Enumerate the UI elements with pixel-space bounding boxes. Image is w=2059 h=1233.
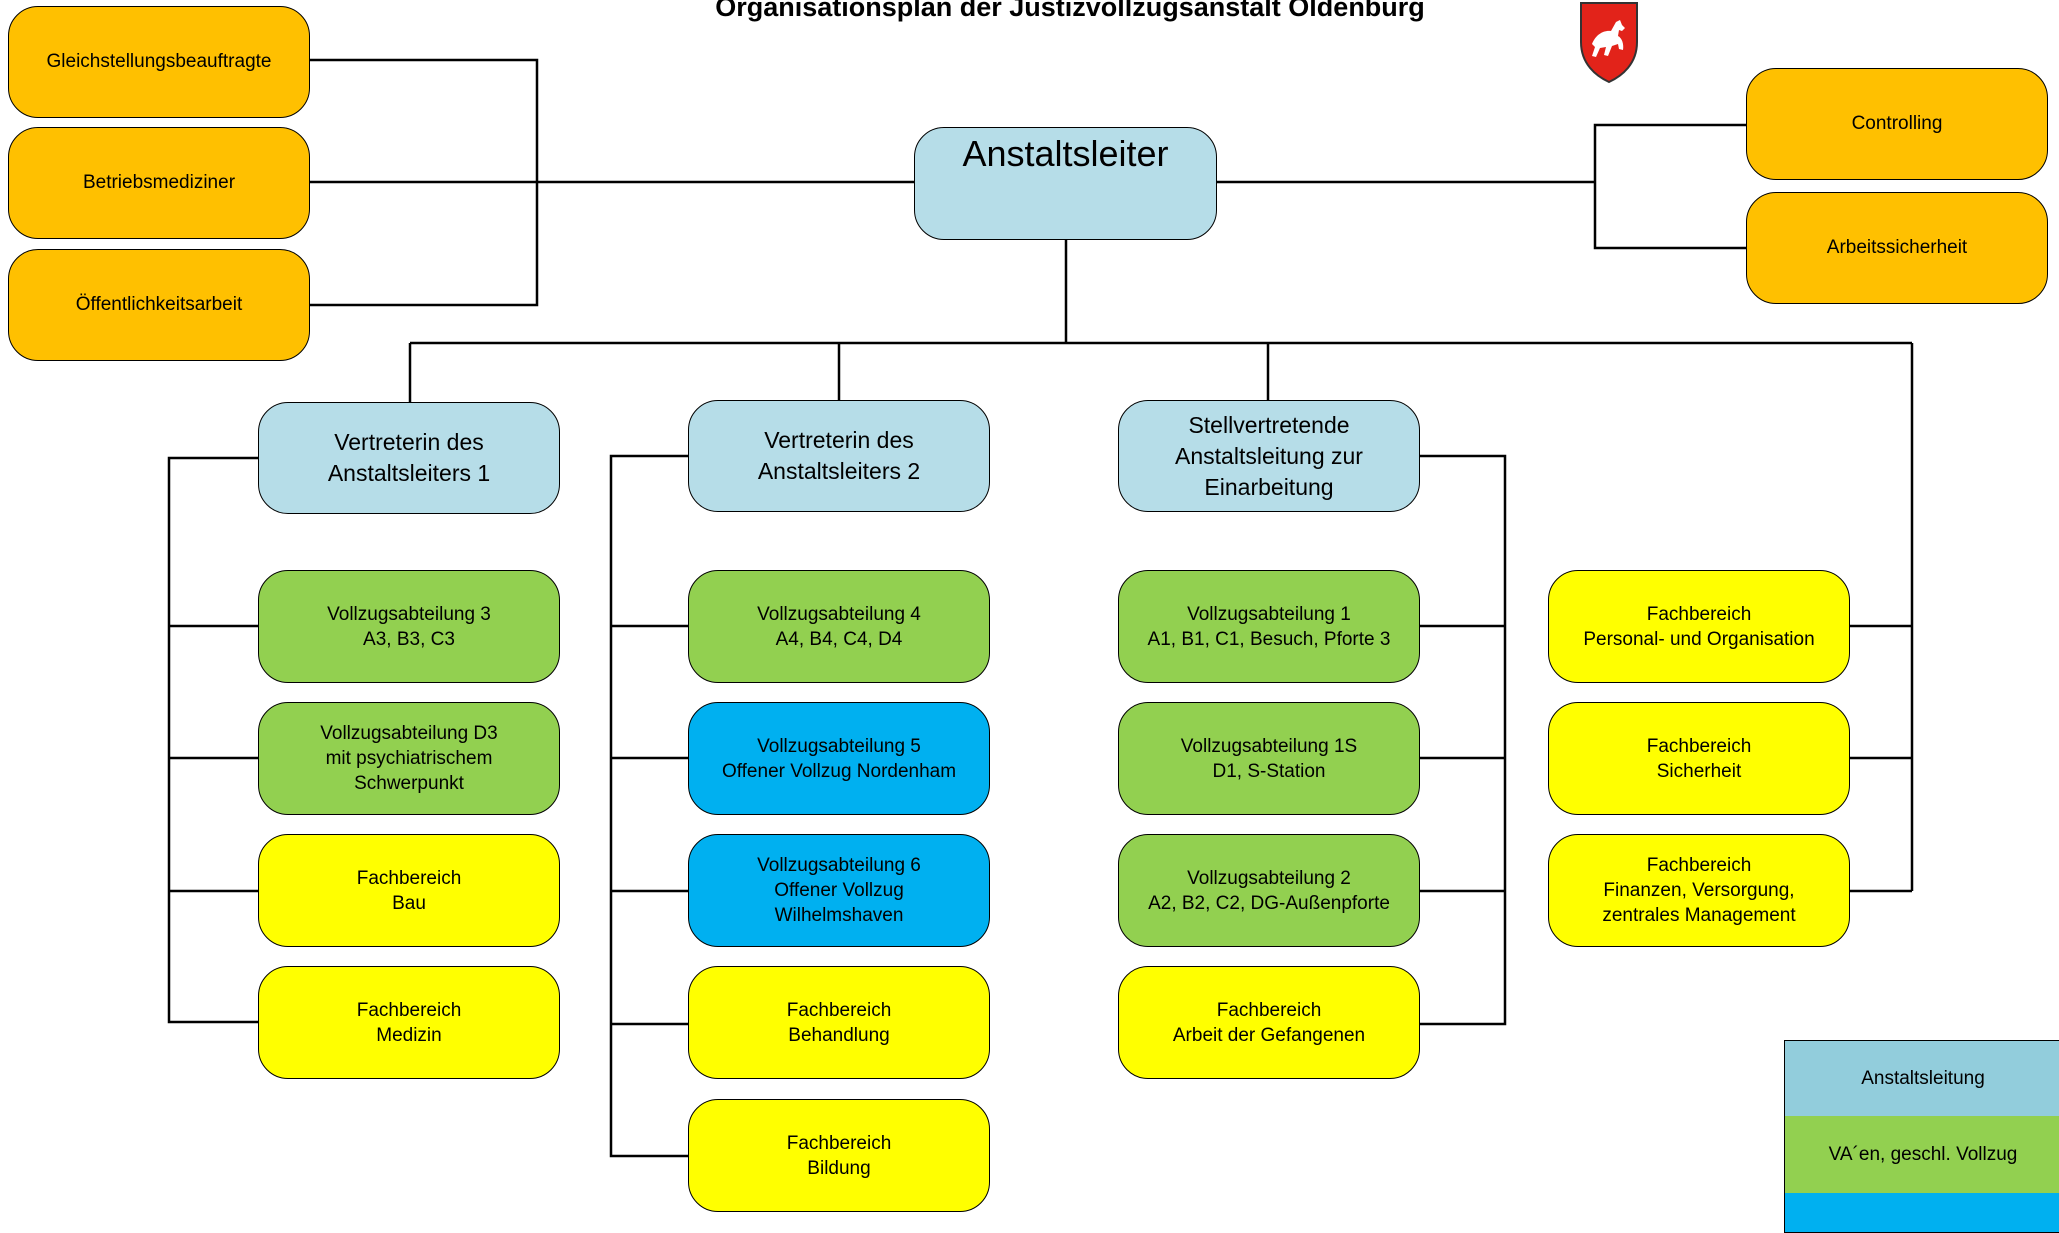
fachbereich-medizin-box: Fachbereich Medizin: [258, 966, 560, 1079]
fachbereich-bau-box: Fachbereich Bau: [258, 834, 560, 947]
fachbereich-behandlung-box: Fachbereich Behandlung: [688, 966, 990, 1079]
arbeitssicherheit-box: Arbeitssicherheit: [1746, 192, 2048, 304]
stellvertretende-leitung-box: Stellvertretende Anstaltsleitung zur Ein…: [1118, 400, 1420, 512]
legend-offener-vollzug: [1784, 1193, 2059, 1233]
vollzugsabteilung-2-box: Vollzugsabteilung 2 A2, B2, C2, DG-Außen…: [1118, 834, 1420, 947]
vollzugsabteilung-4-box: Vollzugsabteilung 4 A4, B4, C4, D4: [688, 570, 990, 683]
controlling-box: Controlling: [1746, 68, 2048, 180]
gleichstellungsbeauftragte-box: Gleichstellungsbeauftragte: [8, 6, 310, 118]
vertreterin-1-box: Vertreterin des Anstaltsleiters 1: [258, 402, 560, 514]
fachbereich-personal-box: Fachbereich Personal- und Organisation: [1548, 570, 1850, 683]
vollzugsabteilung-1s-box: Vollzugsabteilung 1S D1, S-Station: [1118, 702, 1420, 815]
fachbereich-finanzen-box: Fachbereich Finanzen, Versorgung, zentra…: [1548, 834, 1850, 947]
page-title: Organisationsplan der Justizvollzugsanst…: [715, 0, 1425, 22]
vollzugsabteilung-3-box: Vollzugsabteilung 3 A3, B3, C3: [258, 570, 560, 683]
vollzugsabteilung-6-box: Vollzugsabteilung 6 Offener Vollzug Wilh…: [688, 834, 990, 947]
fachbereich-bildung-box: Fachbereich Bildung: [688, 1099, 990, 1212]
vollzugsabteilung-d3-box: Vollzugsabteilung D3 mit psychiatrischem…: [258, 702, 560, 815]
vertreterin-2-box: Vertreterin des Anstaltsleiters 2: [688, 400, 990, 512]
lower-saxony-horse-crest-icon: [1580, 2, 1638, 84]
vollzugsabteilung-1-box: Vollzugsabteilung 1 A1, B1, C1, Besuch, …: [1118, 570, 1420, 683]
fachbereich-sicherheit-box: Fachbereich Sicherheit: [1548, 702, 1850, 815]
vollzugsabteilung-5-box: Vollzugsabteilung 5 Offener Vollzug Nord…: [688, 702, 990, 815]
fachbereich-arbeit-box: Fachbereich Arbeit der Gefangenen: [1118, 966, 1420, 1079]
anstaltsleiter-box: Anstaltsleiter: [914, 127, 1217, 240]
legend-anstaltsleitung: Anstaltsleitung: [1784, 1040, 2059, 1117]
legend-geschlossener-vollzug: VA´en, geschl. Vollzug: [1784, 1116, 2059, 1194]
oeffentlichkeitsarbeit-box: Öffentlichkeitsarbeit: [8, 249, 310, 361]
betriebsmediziner-box: Betriebsmediziner: [8, 127, 310, 239]
